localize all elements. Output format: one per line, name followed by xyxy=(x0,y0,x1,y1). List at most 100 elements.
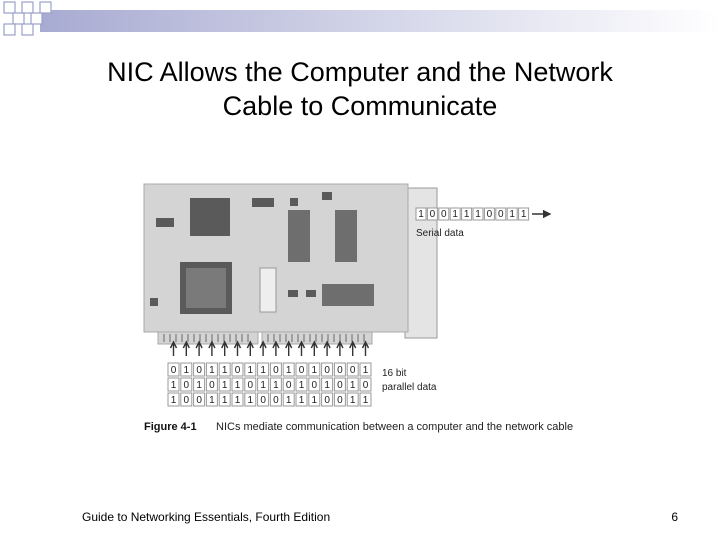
svg-text:0: 0 xyxy=(324,365,330,376)
parallel-bit: 1 xyxy=(167,392,180,407)
svg-text:1: 1 xyxy=(235,380,241,391)
parallel-bit: 0 xyxy=(269,392,282,407)
parallel-bit: 1 xyxy=(244,362,257,377)
parallel-bit: 1 xyxy=(257,362,270,377)
parallel-bit: 0 xyxy=(321,362,334,377)
parallel-bit: 0 xyxy=(231,362,244,377)
parallel-bit: 1 xyxy=(346,392,359,407)
svg-text:0: 0 xyxy=(441,209,447,220)
svg-text:1: 1 xyxy=(260,380,266,391)
svg-text:1: 1 xyxy=(312,365,318,376)
svg-text:1: 1 xyxy=(350,380,356,391)
parallel-bit: 0 xyxy=(333,392,346,407)
parallel-bit: 1 xyxy=(269,377,282,392)
parallel-bit: 1 xyxy=(193,377,206,392)
footer-source: Guide to Networking Essentials, Fourth E… xyxy=(82,510,331,524)
svg-text:1: 1 xyxy=(363,395,369,406)
figure-caption-label: Figure 4-1 xyxy=(144,421,197,433)
up-arrow-icon xyxy=(208,340,216,356)
svg-text:0: 0 xyxy=(248,380,254,391)
svg-text:0: 0 xyxy=(209,380,215,391)
serial-bit: 0 xyxy=(495,207,507,221)
parallel-bit: 1 xyxy=(257,377,270,392)
up-arrow-icon xyxy=(336,340,344,356)
svg-text:1: 1 xyxy=(521,209,527,220)
up-arrow-icon xyxy=(195,340,203,356)
serial-bit: 1 xyxy=(506,207,518,221)
serial-bit: 1 xyxy=(449,207,461,221)
svg-text:1: 1 xyxy=(222,365,228,376)
parallel-bit: 0 xyxy=(180,377,193,392)
svg-text:0: 0 xyxy=(350,365,356,376)
parallel-bit: 0 xyxy=(244,377,257,392)
parallel-bit: 0 xyxy=(333,362,346,377)
svg-text:0: 0 xyxy=(430,209,436,220)
svg-text:0: 0 xyxy=(337,380,343,391)
svg-text:1: 1 xyxy=(475,209,481,220)
up-arrow-icon xyxy=(285,340,293,356)
nic-card-illustration xyxy=(143,183,438,345)
parallel-bit: 0 xyxy=(193,392,206,407)
parallel-bit: 1 xyxy=(205,392,218,407)
svg-text:0: 0 xyxy=(273,395,279,406)
svg-text:1: 1 xyxy=(299,380,305,391)
svg-text:1: 1 xyxy=(464,209,470,220)
svg-text:1: 1 xyxy=(350,395,356,406)
serial-bit: 1 xyxy=(472,207,484,221)
title-line-1: NIC Allows the Computer and the Network xyxy=(107,57,613,87)
svg-text:1: 1 xyxy=(286,365,292,376)
up-arrow-icon xyxy=(182,340,190,356)
figure-caption-text: NICs mediate communication between a com… xyxy=(216,421,573,433)
svg-text:1: 1 xyxy=(248,395,254,406)
svg-text:1: 1 xyxy=(260,365,266,376)
svg-text:1: 1 xyxy=(509,209,515,220)
svg-text:0: 0 xyxy=(184,395,190,406)
title-line-2: Cable to Communicate xyxy=(222,91,498,121)
serial-data-label: Serial data xyxy=(416,228,464,239)
serial-bit: 1 xyxy=(415,207,427,221)
svg-text:0: 0 xyxy=(260,395,266,406)
svg-text:1: 1 xyxy=(312,395,318,406)
svg-text:0: 0 xyxy=(337,365,343,376)
parallel-bit: 0 xyxy=(167,362,180,377)
svg-text:1: 1 xyxy=(235,395,241,406)
svg-text:0: 0 xyxy=(312,380,318,391)
up-arrow-icon xyxy=(259,340,267,356)
svg-text:1: 1 xyxy=(209,365,215,376)
parallel-bit: 0 xyxy=(269,362,282,377)
svg-text:0: 0 xyxy=(363,380,369,391)
serial-bit: 1 xyxy=(461,207,473,221)
serial-bit: 0 xyxy=(426,207,438,221)
parallel-bit: 0 xyxy=(308,377,321,392)
parallel-bit: 1 xyxy=(218,362,231,377)
svg-text:0: 0 xyxy=(487,209,493,220)
parallel-bit: 0 xyxy=(257,392,270,407)
parallel-bit: 1 xyxy=(321,377,334,392)
up-arrow-icon xyxy=(310,340,318,356)
parallel-bit: 1 xyxy=(359,362,372,377)
parallel-bit: 1 xyxy=(282,392,295,407)
up-arrow-icon xyxy=(169,340,178,356)
svg-text:1: 1 xyxy=(184,365,190,376)
parallel-bit: 0 xyxy=(295,362,308,377)
svg-text:1: 1 xyxy=(248,365,254,376)
page-number: 6 xyxy=(671,510,678,524)
up-arrow-icon xyxy=(221,340,229,356)
parallel-arrows xyxy=(169,340,370,356)
svg-text:1: 1 xyxy=(418,209,424,220)
parallel-label-line1: 16 bit xyxy=(382,368,407,379)
parallel-bit: 1 xyxy=(295,392,308,407)
parallel-bit: 1 xyxy=(359,392,372,407)
up-arrow-icon xyxy=(349,340,357,356)
svg-text:1: 1 xyxy=(209,395,215,406)
parallel-bit: 0 xyxy=(321,392,334,407)
svg-text:0: 0 xyxy=(235,365,241,376)
serial-bit: 0 xyxy=(438,207,450,221)
parallel-bit: 1 xyxy=(295,377,308,392)
up-arrow-icon xyxy=(323,340,331,356)
parallel-bit: 0 xyxy=(359,377,372,392)
parallel-bit: 1 xyxy=(244,392,257,407)
